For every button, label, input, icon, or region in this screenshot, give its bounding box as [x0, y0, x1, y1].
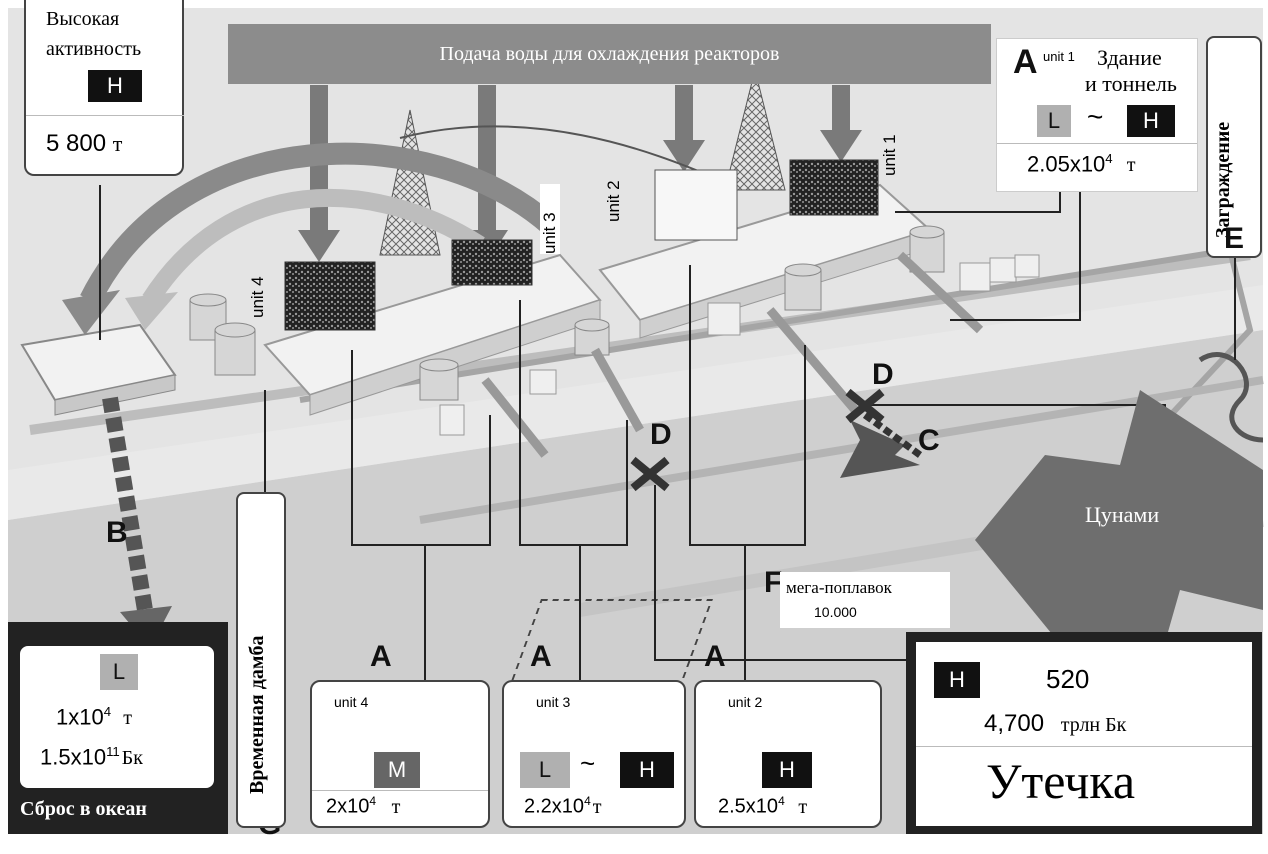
high-level-badge: H: [1127, 105, 1175, 137]
ocean-amount1: 1x10: [56, 704, 104, 730]
leak-arrow: [840, 420, 920, 478]
high-activity-title2: активность: [46, 38, 142, 60]
unit2-amount: 2.5x10: [718, 795, 779, 818]
megafloat-amount: 10.000: [814, 604, 857, 620]
x-mark-icon: [630, 456, 670, 492]
unit3-amount: 2.2x10: [524, 795, 585, 818]
unit-name: unit 2: [728, 694, 763, 710]
high-level-badge: H: [620, 752, 674, 788]
point-letter-f: F: [764, 566, 783, 599]
fence-line: [1198, 352, 1264, 443]
cooling-water-banner: Подача воды для охлаждения реакторов: [228, 24, 991, 84]
tsunami-label: Цунами: [1085, 502, 1160, 527]
unit-name: unit 3: [536, 694, 571, 710]
megafloat-label: мега-поплавок: [786, 578, 892, 597]
label-unit3: unit 3: [540, 184, 560, 254]
temp-dam-box: Временная дамба: [236, 492, 286, 828]
x-mark-icon: [845, 388, 885, 424]
building-title1: Здание: [1097, 45, 1162, 70]
unit4-amount: 2x10: [326, 795, 370, 818]
building-title2: и тоннель: [1085, 71, 1177, 96]
quay-band: [8, 285, 1263, 520]
leak-amount: 520: [1046, 664, 1090, 694]
label-unit1: unit 1: [880, 134, 899, 176]
reactor-unit2: [654, 169, 738, 241]
tank-icon: [189, 225, 945, 401]
high-level-badge: H: [934, 662, 980, 698]
unit-tag: unit 1: [1043, 49, 1075, 64]
fence-label: Заграждение: [1212, 121, 1234, 238]
point-letter-d: D: [650, 418, 672, 451]
building-amount: 2.05x10: [1027, 151, 1106, 177]
megafloat-box: мега-поплавок 10.000: [780, 572, 950, 628]
leak-panel: H 520 4,700 трлн Бк Утечка: [906, 632, 1262, 834]
unit2-box: unit 2 H 2.5x104 т: [694, 680, 882, 828]
point-letter-d: D: [872, 358, 894, 391]
high-activity-box: Высокая активность H 5 800 т: [24, 0, 184, 176]
point-letter-a: A: [1013, 43, 1038, 81]
ocean-amount2: 1.5x10: [40, 744, 107, 770]
banner-title: Подача воды для охлаждения реакторов: [439, 42, 780, 65]
unit-name: unit 4: [334, 694, 369, 710]
point-letter-c: C: [918, 424, 940, 457]
breakwater: [419, 376, 1264, 524]
label-unit4: unit 4: [248, 276, 267, 318]
high-activity-amount: 5 800: [46, 130, 107, 157]
point-letter-b: B: [106, 516, 128, 549]
low-level-badge: L: [520, 752, 570, 788]
high-level-badge: H: [88, 70, 142, 102]
point-letter-e: E: [1224, 222, 1245, 255]
low-level-badge: L: [100, 654, 138, 690]
tower-icon: [724, 69, 786, 191]
leak-caption: Утечка: [986, 753, 1136, 809]
building-tunnel-box: A unit 1 Здание и тоннель L ~ H 2.05x104…: [996, 38, 1198, 192]
point-letter-a: A: [704, 640, 726, 673]
high-level-badge: H: [762, 752, 812, 788]
temp-dam-label: Временная дамба: [246, 635, 268, 794]
channel: [299, 246, 1254, 483]
point-letter-a: A: [370, 640, 392, 673]
tilde-icon: ~: [1087, 101, 1104, 132]
reactor-unit4: [284, 261, 376, 331]
high-activity-unit: т: [112, 131, 123, 156]
tsunami-arrow: [975, 390, 1263, 660]
label-unit2: unit 2: [604, 180, 623, 222]
high-activity-title1: Высокая: [46, 8, 120, 30]
reactor-unit3: [451, 239, 533, 286]
low-level-badge: L: [1037, 105, 1071, 137]
unit4-box: unit 4 M 2x104 т: [310, 680, 490, 828]
fence-box: Заграждение: [1206, 36, 1262, 258]
point-letter-a: A: [530, 640, 552, 673]
transfer-arrow-inner: [142, 188, 485, 305]
medium-level-badge: M: [374, 752, 420, 788]
reactor-unit1: [789, 159, 879, 216]
tilde-icon: ~: [580, 748, 596, 778]
transfer-arrow-outer: [80, 142, 558, 305]
ocean-caption: Сброс в океан: [20, 798, 147, 820]
leak-activity-unit: трлн Бк: [1060, 714, 1127, 736]
leak-activity: 4,700: [984, 710, 1045, 737]
